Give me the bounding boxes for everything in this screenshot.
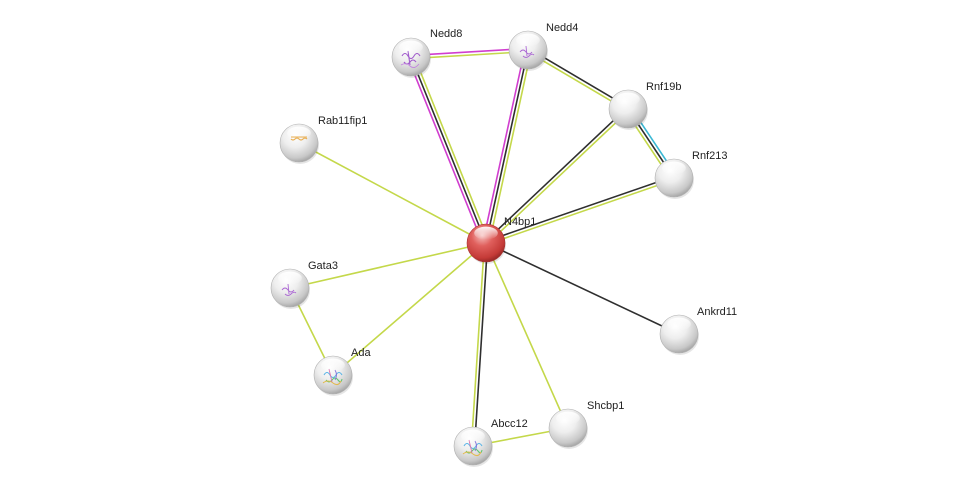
node-highlight	[662, 161, 686, 175]
node-highlight	[516, 33, 540, 47]
node-label: N4bp1	[504, 216, 536, 228]
edge-strand-textmining	[488, 49, 532, 245]
edge-n4bp1-gata3[interactable]	[289, 242, 487, 289]
node-label: Rnf19b	[646, 81, 681, 93]
edge-strand-coexpression	[473, 242, 489, 447]
node-shcbp1[interactable]: Shcbp1	[548, 400, 624, 449]
edge-strand-coexpression	[484, 107, 628, 243]
edge-strand-coexpression	[485, 49, 529, 244]
node-highlight	[667, 317, 691, 331]
node-rab11fip1[interactable]: Rab11fip1	[279, 115, 367, 164]
node-label: Rab11fip1	[318, 115, 367, 127]
edge-n4bp1-ankrd11[interactable]	[485, 242, 680, 335]
edge-strand-textmining	[470, 242, 486, 447]
edge-nedd4-rnf19b[interactable]	[526, 47, 630, 112]
edge-strand-textmining	[410, 50, 529, 60]
node-highlight	[616, 92, 640, 106]
node-gata3[interactable]: Gata3	[270, 260, 338, 309]
edge-strand-textmining	[485, 178, 676, 246]
edge-n4bp1-nedd8[interactable]	[407, 55, 490, 245]
node-highlight	[287, 126, 311, 140]
node-ankrd11[interactable]: Ankrd11	[659, 306, 737, 355]
edge-strand-experiments	[410, 47, 529, 57]
node-n4bp1[interactable]: N4bp1	[466, 216, 536, 264]
edge-strand-textmining	[526, 50, 628, 112]
edge-strand-experiments	[407, 57, 484, 245]
node-label: Nedd4	[546, 22, 578, 34]
edge-strand-textmining	[298, 142, 487, 244]
node-label: Shcbp1	[587, 400, 624, 412]
node-label: Rnf213	[692, 150, 727, 162]
node-label: Abcc12	[491, 418, 528, 430]
node-rnf19b[interactable]: Rnf19b	[608, 81, 681, 130]
protein-structure-icon	[281, 283, 297, 296]
edge-n4bp1-rab11fip1[interactable]	[298, 142, 487, 244]
node-highlight	[474, 226, 498, 240]
node-rnf213[interactable]: Rnf213	[654, 150, 727, 199]
edge-nedd8-nedd4[interactable]	[410, 47, 529, 60]
node-nedd8[interactable]: Nedd8	[391, 28, 462, 78]
edge-strand-coexpression	[484, 175, 675, 243]
node-highlight	[461, 429, 485, 443]
edge-strand-coexpression	[528, 47, 630, 109]
node-highlight	[556, 411, 580, 425]
node-label: Nedd8	[430, 28, 462, 40]
edge-strand-experiments	[482, 48, 526, 244]
node-label: Gata3	[308, 260, 338, 272]
edge-n4bp1-rnf19b[interactable]	[484, 107, 630, 245]
node-label: Ada	[351, 347, 371, 359]
node-abcc12[interactable]: Abcc12	[453, 418, 528, 467]
node-nedd4[interactable]: Nedd4	[508, 22, 578, 71]
edge-strand-coexpression	[410, 56, 487, 244]
node-highlight	[399, 40, 423, 54]
node-highlight	[278, 271, 302, 285]
node-label: Ankrd11	[697, 306, 737, 318]
edge-n4bp1-nedd4[interactable]	[482, 48, 532, 245]
edge-strand-textmining	[485, 242, 569, 429]
edge-strand-coexpression	[485, 242, 680, 335]
edge-n4bp1-ada[interactable]	[332, 242, 487, 376]
node-highlight	[321, 358, 345, 372]
protein-structure-icon	[519, 45, 535, 58]
edge-n4bp1-rnf213[interactable]	[484, 175, 676, 246]
edge-n4bp1-shcbp1[interactable]	[485, 242, 569, 429]
edge-n4bp1-abcc12[interactable]	[470, 242, 489, 447]
edge-strand-textmining	[289, 242, 487, 289]
edge-strand-textmining	[486, 109, 630, 245]
edge-strand-textmining	[332, 242, 487, 376]
protein-structure-icon	[322, 368, 343, 386]
node-ada[interactable]: Ada	[313, 347, 371, 396]
edge-strand-textmining	[413, 55, 490, 243]
